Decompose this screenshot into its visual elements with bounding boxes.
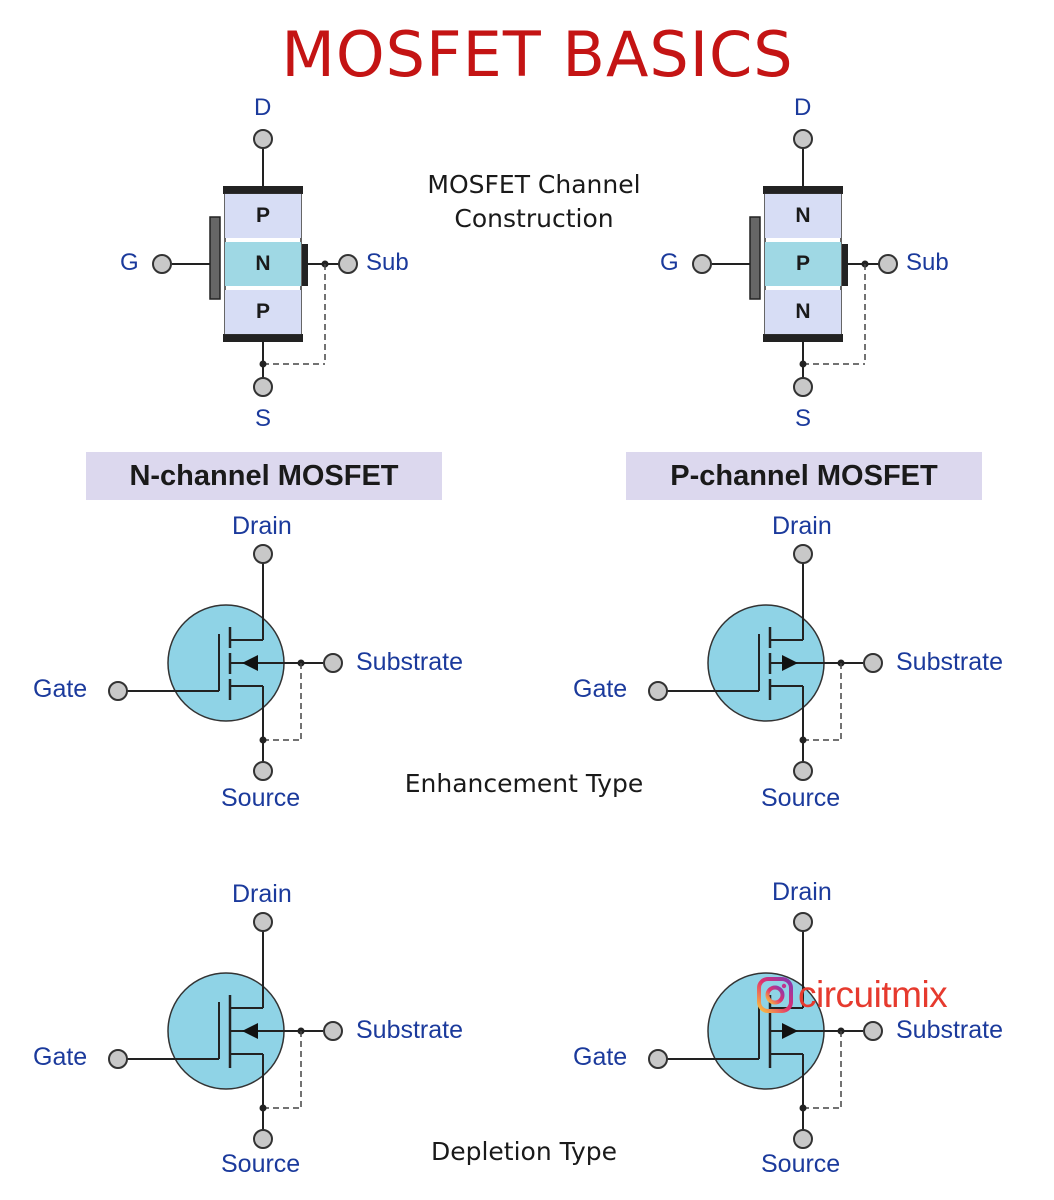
layer-middle: P [765, 242, 841, 286]
substrate-terminal [878, 254, 898, 274]
p-channel-heading: P-channel MOSFET [626, 452, 982, 500]
gate-label: Gate [573, 1043, 628, 1071]
substrate-label: Substrate [356, 648, 464, 676]
n-depletion-symbol [108, 912, 343, 1149]
n-channel-heading: N-channel MOSFET [86, 452, 442, 500]
watermark: circuitmix [756, 973, 948, 1017]
drain-label: D [254, 94, 272, 121]
substrate-label: Sub [366, 249, 409, 276]
source-label: Source [761, 784, 841, 812]
depletion-caption: Depletion Type [430, 1137, 618, 1166]
substrate-label: Substrate [896, 648, 1004, 676]
drain-label: Drain [232, 512, 292, 540]
enhancement-caption: Enhancement Type [404, 769, 644, 798]
source-label: Source [221, 1150, 301, 1178]
gate-label: G [120, 249, 139, 276]
gate-terminal [692, 254, 712, 274]
gate-label: Gate [33, 675, 88, 703]
p-depletion-symbol [648, 912, 883, 1149]
layer-top: P [225, 194, 301, 238]
construction-caption: MOSFET Channel Construction [427, 170, 641, 233]
gate-label: Gate [573, 675, 628, 703]
substrate-label: Substrate [356, 1016, 464, 1044]
p-channel-construction [692, 129, 898, 397]
gate-label: G [660, 249, 679, 276]
drain-label: Drain [232, 880, 292, 908]
instagram-icon [757, 977, 793, 1013]
page-title: MOSFET BASICS [281, 18, 794, 91]
source-label: Source [761, 1150, 841, 1178]
substrate-terminal [338, 254, 358, 274]
source-label: Source [221, 784, 301, 812]
watermark-text: circuitmix [798, 974, 948, 1015]
source-terminal [793, 377, 813, 397]
drain-terminal [793, 129, 813, 149]
p-enhancement-symbol [648, 544, 883, 781]
gate-label: Gate [33, 1043, 88, 1071]
substrate-label: Sub [906, 249, 949, 276]
drain-label: Drain [772, 512, 832, 540]
layer-middle: N [225, 242, 301, 286]
drain-label: Drain [772, 878, 832, 906]
layer-bottom: N [765, 290, 841, 334]
drain-terminal [253, 129, 273, 149]
layer-bottom: P [225, 290, 301, 334]
source-terminal [253, 377, 273, 397]
substrate-label: Substrate [896, 1016, 1004, 1044]
layer-top: N [765, 194, 841, 238]
source-label: S [795, 405, 812, 432]
drain-label: D [794, 94, 812, 121]
n-enhancement-symbol [108, 544, 343, 781]
source-label: S [255, 405, 272, 432]
gate-terminal [152, 254, 172, 274]
